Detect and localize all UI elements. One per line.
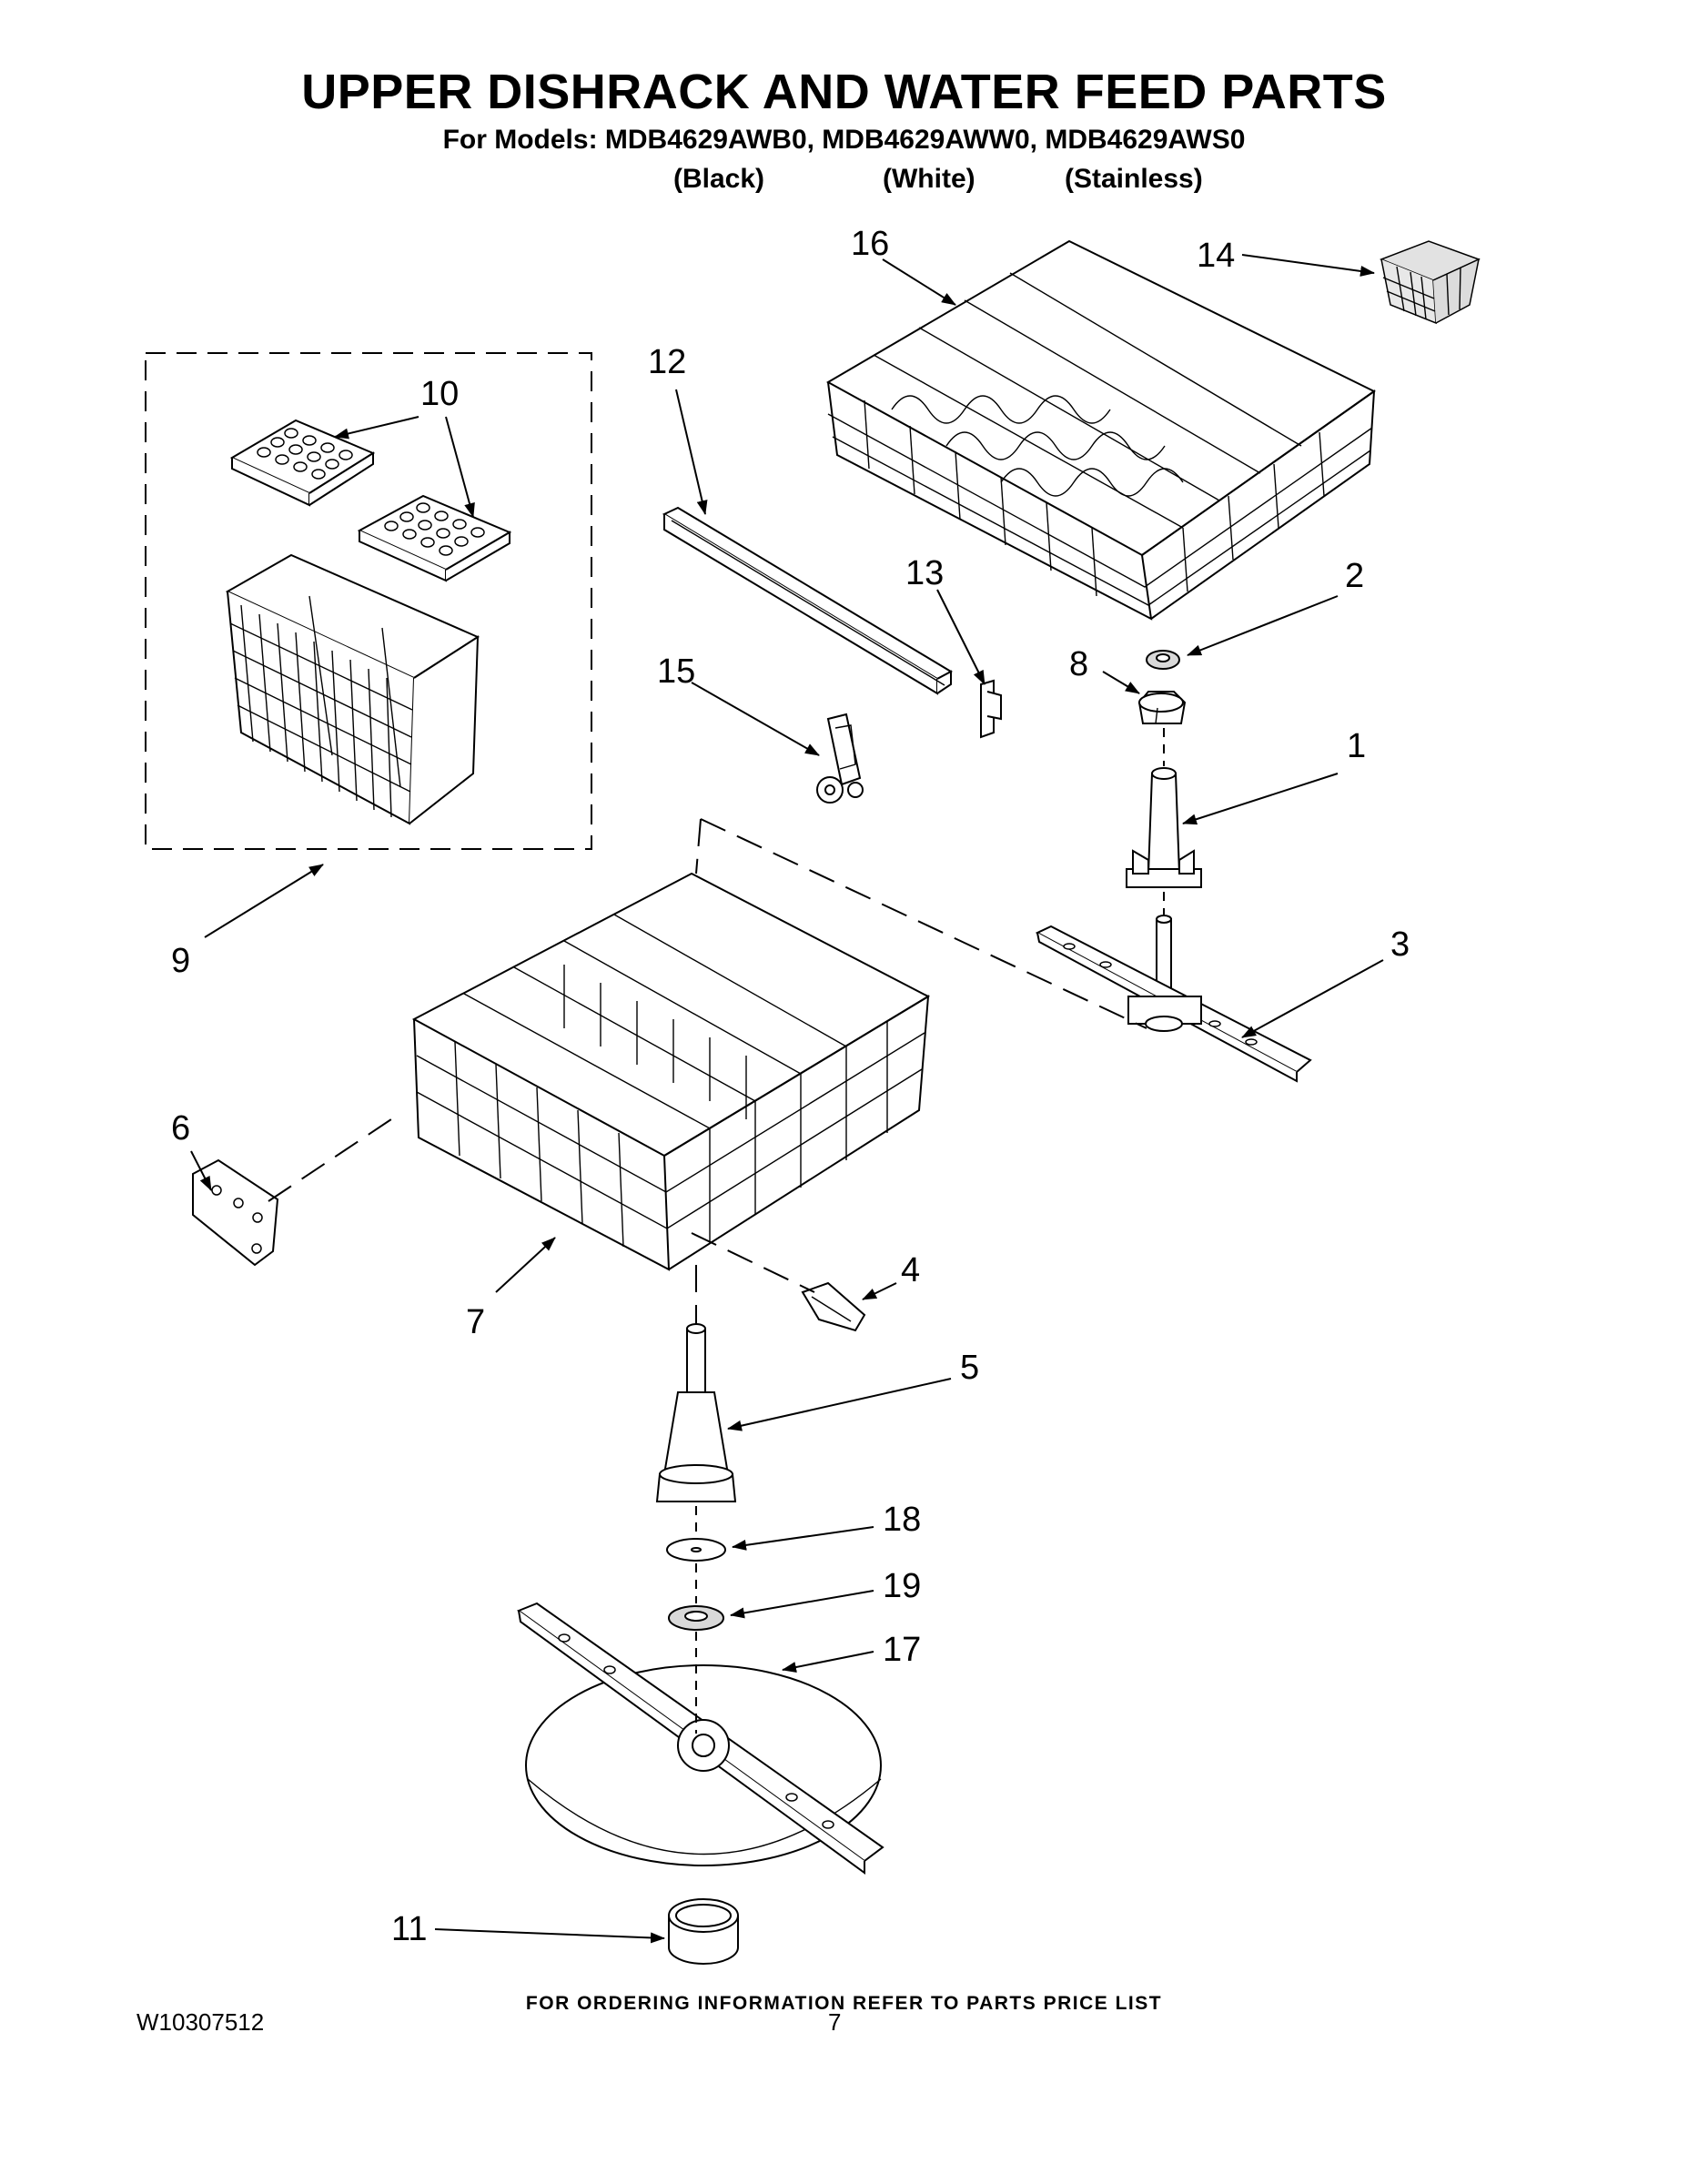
silverware-basket — [225, 553, 480, 825]
roller-bracket — [816, 713, 864, 804]
arrow-11 — [434, 1928, 665, 1944]
callout-18: 18 — [883, 1501, 921, 1539]
arrow-17 — [782, 1651, 874, 1673]
callout-arrows — [190, 254, 1384, 1944]
callout-9: 9 — [171, 942, 190, 980]
clip-4 — [801, 1281, 866, 1332]
arrow-10b — [445, 416, 475, 518]
callout-5: 5 — [960, 1349, 979, 1387]
variant-stainless: (Stainless) — [1065, 164, 1203, 194]
variant-black: (Black) — [673, 164, 765, 194]
callout-1: 1 — [1347, 727, 1366, 765]
arrow-19 — [730, 1590, 874, 1619]
arrow-13 — [936, 589, 986, 685]
arrow-1 — [1182, 773, 1339, 825]
arrow-9 — [204, 864, 324, 938]
callout-3: 3 — [1390, 925, 1410, 964]
callout-19: 19 — [883, 1567, 921, 1605]
arrow-12 — [675, 389, 708, 515]
document-number: W10307512 — [136, 2008, 265, 2036]
arrow-2 — [1187, 595, 1339, 656]
small-basket-14 — [1379, 240, 1481, 325]
arrow-6 — [190, 1150, 212, 1191]
arrow-4 — [862, 1282, 897, 1300]
washer-2 — [1146, 650, 1180, 670]
callout-15: 15 — [657, 652, 695, 691]
rail-end-cap — [980, 679, 1002, 739]
arrow-18 — [732, 1526, 874, 1551]
arrow-14 — [1241, 254, 1375, 277]
feed-tube-1 — [1126, 767, 1202, 888]
callout-6: 6 — [171, 1109, 190, 1148]
arrow-16 — [882, 258, 956, 306]
callout-4: 4 — [901, 1251, 920, 1289]
basket-cover-2 — [357, 494, 512, 582]
arrow-5 — [727, 1378, 952, 1431]
callout-labels: 1 2 3 4 5 6 7 8 9 10 11 12 13 14 15 16 1… — [171, 225, 1410, 1948]
callout-2: 2 — [1345, 557, 1364, 595]
ordering-note: FOR ORDERING INFORMATION REFER TO PARTS … — [525, 1993, 1163, 2014]
callout-11: 11 — [391, 1910, 427, 1948]
variant-white: (White) — [883, 164, 975, 194]
models-line: For Models: MDB4629AWB0, MDB4629AWW0, MD… — [442, 125, 1246, 155]
callout-10: 10 — [420, 375, 459, 413]
dishrack-7 — [411, 872, 931, 1271]
arrow-3 — [1241, 959, 1384, 1038]
filter-ring-11 — [668, 1898, 739, 1965]
callout-16: 16 — [851, 225, 889, 263]
rack-stop-6 — [192, 1158, 279, 1267]
callout-12: 12 — [648, 343, 686, 381]
assembly-dashed-lines — [268, 728, 1165, 1734]
callout-17: 17 — [883, 1631, 921, 1669]
washer-18 — [666, 1538, 726, 1562]
lower-feed-tube-5 — [655, 1323, 737, 1502]
callout-7: 7 — [466, 1303, 485, 1341]
page-title: UPPER DISHRACK AND WATER FEED PARTS — [301, 65, 1387, 119]
basket-group-outline — [145, 352, 592, 850]
rack-rail — [662, 506, 954, 695]
page-number: 7 — [828, 2008, 842, 2036]
callout-13: 13 — [905, 554, 944, 592]
arrow-10a — [334, 416, 419, 440]
arrow-7 — [495, 1237, 556, 1293]
ring-19 — [668, 1605, 724, 1631]
nut-8 — [1137, 691, 1187, 724]
upper-dishrack-16 — [825, 239, 1376, 621]
lower-spray-arm-17 — [516, 1602, 884, 1875]
upper-spray-arm-3 — [1035, 915, 1312, 1083]
callout-8: 8 — [1069, 645, 1088, 683]
arrow-8 — [1102, 671, 1140, 694]
callout-14: 14 — [1197, 237, 1235, 275]
arrow-15 — [691, 682, 820, 756]
